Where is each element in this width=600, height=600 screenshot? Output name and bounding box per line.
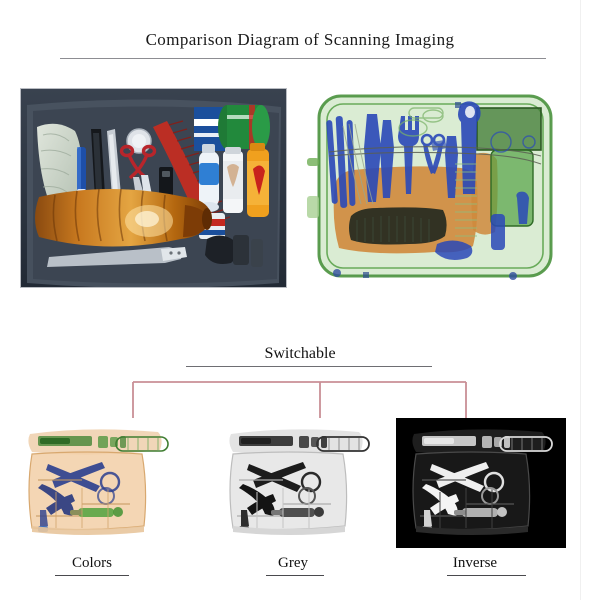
inverse-mode-artwork bbox=[396, 418, 566, 548]
mode-thumbnail-grey[interactable] bbox=[213, 418, 383, 548]
caption-grey: Grey bbox=[278, 555, 308, 571]
switchable-label: Switchable bbox=[264, 345, 336, 362]
page-right-edge bbox=[580, 0, 581, 600]
caption-inverse-underline bbox=[447, 575, 526, 576]
page-title: Comparison Diagram of Scanning Imaging bbox=[145, 30, 455, 49]
caption-inverse: Inverse bbox=[452, 555, 498, 571]
caption-colors: Colors bbox=[71, 555, 112, 571]
switchable-connector bbox=[132, 381, 467, 418]
caption-grey-underline bbox=[266, 575, 324, 576]
caption-colors-underline bbox=[55, 575, 129, 576]
colors-mode-artwork bbox=[12, 418, 182, 548]
optical-photo-artwork bbox=[21, 89, 286, 287]
page-title-underline bbox=[60, 58, 546, 59]
xray-scan-of-luggage bbox=[305, 86, 570, 296]
switchable-underline bbox=[186, 366, 432, 367]
page-title-container: Comparison Diagram of Scanning Imaging bbox=[0, 30, 600, 50]
mode-thumbnail-colors[interactable] bbox=[12, 418, 182, 548]
grey-mode-artwork bbox=[213, 418, 383, 548]
xray-scan-artwork bbox=[305, 86, 570, 296]
optical-photograph-of-luggage bbox=[20, 88, 287, 288]
switchable-label-container: Switchable bbox=[0, 345, 600, 363]
mode-thumbnail-inverse[interactable] bbox=[396, 418, 566, 548]
